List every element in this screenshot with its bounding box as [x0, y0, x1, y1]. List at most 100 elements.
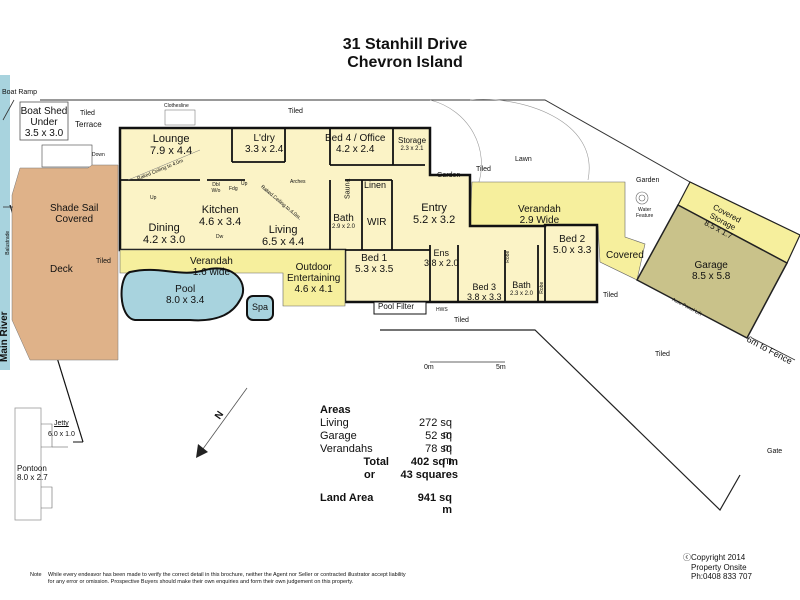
room-name: Bath: [512, 280, 531, 290]
copyright-phone: Ph:0408 833 707: [691, 572, 752, 582]
note-label: Note: [30, 572, 42, 578]
wir-label: WIR: [367, 217, 387, 228]
room-name: Verandah: [518, 204, 561, 215]
note-line: for any error or omission. Prospective B…: [48, 579, 354, 586]
room-name: Entertaining: [287, 273, 341, 284]
robe-label: Robe: [505, 250, 512, 263]
shade-sail-line1: Shade Sail: [50, 203, 99, 214]
room-size: 3.8 x 2.0: [424, 257, 459, 268]
deck: [11, 164, 119, 361]
jetty-lower: [41, 486, 53, 509]
area-label: Verandahs: [320, 443, 373, 455]
pontoon: [14, 407, 42, 521]
copyright-block: ⓒCopyright 2014 Property Onsite Ph:0408 …: [683, 553, 752, 582]
area-value: 272 sq m: [418, 417, 452, 441]
jetty-size: 6.0 x 1.0: [48, 431, 75, 438]
tiled-label: Tiled: [476, 166, 491, 173]
lawn-label: Lawn: [515, 156, 532, 163]
total-value: 402 sq m: [410, 456, 458, 468]
area-label: Living: [320, 417, 349, 429]
stairs: [41, 144, 93, 168]
tiled-label: Tiled: [80, 110, 95, 117]
areas-total: Total 402 sq m: [320, 456, 458, 469]
linen-label: Linen: [364, 180, 387, 190]
north-arrow-head: [196, 444, 208, 458]
area-value: 52 sq m: [425, 430, 452, 454]
room-name: Storage: [398, 136, 427, 145]
jetty-label: Jetty: [54, 420, 69, 427]
shade-sail-label: Shade Sail Covered: [50, 203, 98, 225]
room-name: Outdoor: [295, 262, 332, 273]
squares-value: 43 squares: [400, 469, 458, 481]
fence-arrow: [751, 337, 796, 361]
boat-shed-label: Boat Shed Under 3.5 x 3.0: [20, 106, 68, 139]
raked-ceiling-line-living: [261, 187, 301, 221]
water-feature-label: Water Feature: [636, 207, 654, 219]
pool: [120, 267, 245, 322]
sauna-label: Sauna: [344, 178, 352, 199]
river: [0, 75, 10, 370]
boat-ramp-arrow: [2, 99, 15, 121]
jetty: [41, 423, 53, 448]
page-subtitle: Chevron Island: [347, 54, 463, 71]
room-name: Bed 4 / Office: [325, 133, 386, 144]
room-size: 3.8 x 3.3: [467, 291, 502, 302]
areas-heading: Areas: [320, 404, 351, 416]
pool-filter-label: Pool Filter: [378, 302, 415, 311]
area-label: Garage: [320, 430, 357, 442]
interior-walls: [120, 128, 546, 302]
raked-ceiling-line: [127, 149, 201, 181]
garden-label: Garden: [437, 172, 461, 179]
land-area-value: 941 sq m: [417, 492, 452, 516]
copyright-line: ⓒCopyright 2014: [683, 553, 746, 562]
room-size: 8.0 x 3.4: [166, 295, 205, 306]
areas-table: Areas Living 272 sq m Garage 52 sq m Veran…: [320, 404, 458, 516]
clothesline: [164, 109, 196, 126]
room-name: Dining: [148, 222, 180, 234]
room-size: 3.3 x 2.4: [245, 144, 284, 155]
room-size: 4.6 x 3.4: [199, 216, 242, 229]
dishwasher-label: Dw: [216, 234, 224, 240]
robe-label: Robe: [539, 281, 546, 294]
main-river-label: Main River: [0, 311, 10, 363]
balustrade-label: Balustrade: [5, 230, 12, 255]
water-feature-line2: Feature: [636, 212, 654, 219]
room-name: L'dry: [253, 133, 275, 144]
room-size: 2.3 x 2.1: [400, 145, 424, 152]
room-size: 4.2 x 3.0: [143, 234, 186, 247]
areas-row: Verandahs 78 sq m: [320, 443, 458, 467]
deck-label: Deck: [50, 264, 73, 275]
area-value: 78 sq m: [425, 443, 452, 467]
tiled-label: Tiled: [96, 258, 111, 265]
pontoon-name: Pontoon: [17, 464, 47, 473]
pool-filter: [373, 301, 427, 315]
room-size: 5.3 x 3.5: [355, 264, 394, 275]
areas-row: Living 272 sq m: [320, 417, 458, 441]
total-label: Total: [363, 456, 389, 468]
room-name: Lounge: [152, 133, 190, 145]
room-size: 7.9 x 4.4: [150, 145, 193, 158]
terrace-label: Terrace: [75, 120, 102, 129]
garden-label: Garden: [636, 177, 660, 184]
boat-shed: [19, 101, 69, 141]
room-name: Bed 2: [559, 234, 586, 245]
water-feature-inner: [638, 194, 646, 202]
boat-shed-size: 3.5 x 3.0: [24, 128, 64, 139]
room-name: Kitchen: [201, 204, 239, 216]
room-size: 2.3 x 2.0: [510, 290, 534, 297]
room-name: Living: [268, 224, 298, 236]
room-name: Garage: [694, 260, 728, 271]
